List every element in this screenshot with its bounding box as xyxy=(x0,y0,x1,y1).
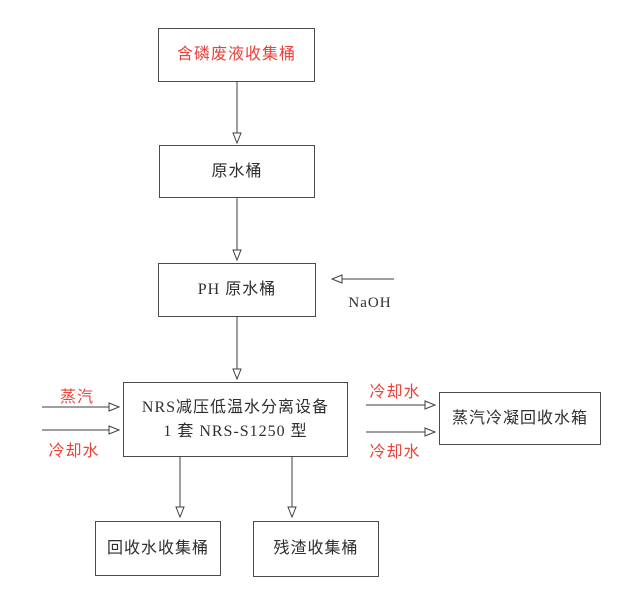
node-steam-condensate-recovery-tank: 蒸汽冷凝回收水箱 xyxy=(439,392,601,445)
flow-label-cooling-water-in: 冷却水 xyxy=(48,443,100,460)
node-label: 残渣收集桶 xyxy=(273,540,359,557)
node-label: 回收水收集桶 xyxy=(106,539,209,557)
node-nrs-separator-equipment: NRS减压低温水分离设备 1 套 NRS-S1250 型 xyxy=(123,382,348,457)
node-label: PH 原水桶 xyxy=(197,281,277,298)
node-phosphorus-waste-collection-barrel: 含磷废液收集桶 xyxy=(158,28,315,82)
node-label: 蒸汽冷凝回收水箱 xyxy=(451,409,588,427)
flow-label-cooling-water-out-bottom: 冷却水 xyxy=(369,444,421,461)
node-label: 原水桶 xyxy=(211,162,263,180)
node-label-line1: NRS减压低温水分离设备 xyxy=(141,398,330,416)
flow-label-steam-in: 蒸汽 xyxy=(59,389,94,406)
flow-label-naoh: NaOH xyxy=(348,295,392,311)
node-label: 含磷废液收集桶 xyxy=(176,46,296,63)
node-raw-water-barrel: 原水桶 xyxy=(159,145,315,198)
node-label-line2: 1 套 NRS-S1250 型 xyxy=(163,422,308,440)
flow-label-cooling-water-out-top: 冷却水 xyxy=(369,384,421,401)
node-ph-raw-water-barrel: PH 原水桶 xyxy=(158,263,316,317)
node-residue-collection-barrel: 残渣收集桶 xyxy=(253,521,379,577)
node-recovered-water-collection-barrel: 回收水收集桶 xyxy=(95,521,221,576)
